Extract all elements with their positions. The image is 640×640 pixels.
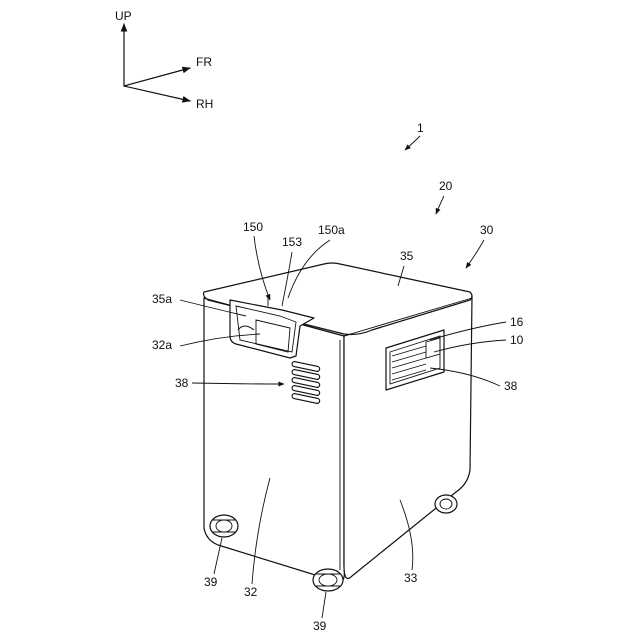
leader-device — [405, 136, 420, 150]
ref-top-cover: 35 — [400, 249, 414, 263]
leader-caster-bottom — [322, 592, 326, 618]
right-arrow — [124, 86, 190, 101]
ref-vent-left: 38 — [175, 376, 189, 390]
caster-left — [210, 515, 238, 537]
ref-handle-part: 153 — [282, 235, 302, 249]
ref-unit: 20 — [439, 179, 453, 193]
ref-device: 1 — [417, 121, 424, 135]
ref-handle-edge: 150a — [318, 223, 345, 237]
orientation-axes: UP FR RH — [115, 9, 213, 111]
ref-housing: 30 — [480, 223, 494, 237]
up-label: UP — [115, 9, 132, 23]
ref-display: 10 — [510, 333, 524, 347]
side-face — [344, 296, 472, 578]
ref-front-face: 32 — [244, 585, 258, 599]
ref-vent-right: 38 — [504, 379, 518, 393]
caster-front — [313, 569, 343, 591]
ref-caster-left: 39 — [204, 575, 218, 589]
caster-right — [435, 495, 457, 513]
ref-top-recess: 35a — [152, 292, 172, 306]
leader-housing — [466, 240, 484, 268]
ref-handle: 150 — [243, 220, 263, 234]
ref-panel: 16 — [510, 315, 524, 329]
ref-caster-bottom: 39 — [313, 619, 327, 633]
vent-left — [292, 361, 320, 404]
ref-side-face: 33 — [404, 571, 418, 585]
ref-front-recess: 32a — [152, 338, 172, 352]
leader-unit — [436, 196, 444, 214]
front-arrow — [124, 68, 190, 86]
front-label: FR — [196, 55, 212, 69]
right-label: RH — [196, 97, 213, 111]
